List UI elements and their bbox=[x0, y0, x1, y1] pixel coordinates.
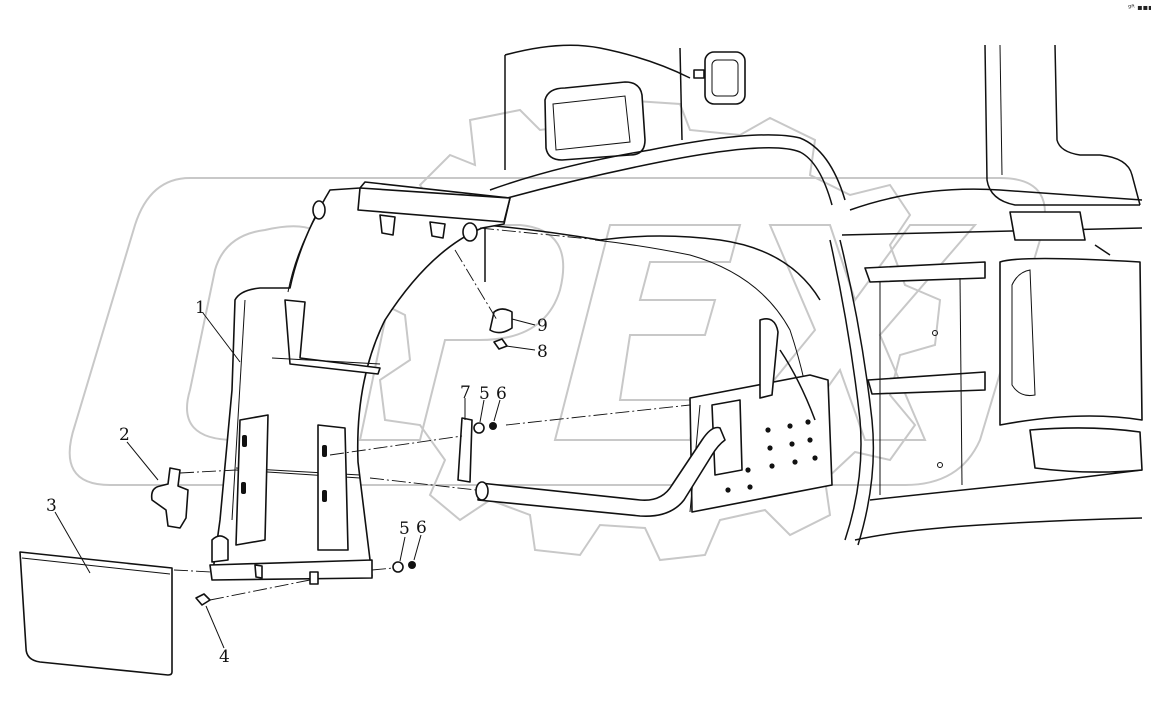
washer bbox=[473, 422, 485, 434]
callout-2: 2 bbox=[119, 425, 130, 445]
nut bbox=[489, 422, 497, 430]
bolt bbox=[195, 593, 211, 606]
pipe bbox=[475, 426, 726, 517]
callout-7: 7 bbox=[460, 383, 471, 403]
frame-bracket bbox=[689, 318, 833, 513]
mud-flap bbox=[19, 551, 173, 676]
callout-labels: 1 2 3 4 7 5 6 5 6 8 9 bbox=[46, 298, 548, 667]
callout-8: 8 bbox=[537, 342, 548, 362]
callout-3: 3 bbox=[46, 496, 57, 516]
wheel-arch-edge bbox=[484, 224, 821, 301]
nut bbox=[408, 561, 416, 569]
leader-lines bbox=[54, 312, 536, 649]
bolt bbox=[493, 338, 508, 350]
callout-5-lower: 5 bbox=[399, 519, 410, 539]
callout-6-lower: 6 bbox=[416, 518, 427, 538]
callout-4: 4 bbox=[219, 647, 230, 667]
clamp-bracket bbox=[150, 467, 189, 529]
cab-body bbox=[489, 44, 1143, 546]
corner-mark: ᵍᴿ ▪▪▪ bbox=[1128, 3, 1151, 12]
callout-6-upper: 6 bbox=[496, 384, 507, 404]
callout-1: 1 bbox=[195, 298, 206, 318]
fender-panel bbox=[209, 181, 511, 585]
washer bbox=[392, 561, 404, 573]
assembly-lines bbox=[173, 227, 691, 601]
hose-clip bbox=[489, 308, 513, 334]
mounting-clip bbox=[457, 417, 473, 483]
callout-5-upper: 5 bbox=[479, 384, 490, 404]
callout-9: 9 bbox=[537, 316, 548, 336]
